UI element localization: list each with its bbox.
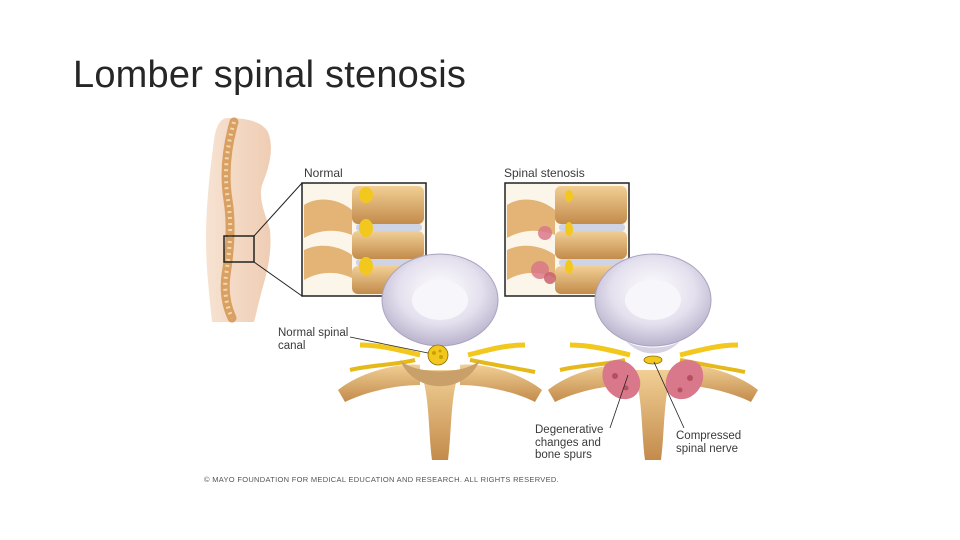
normal-vertebra-axial	[338, 253, 542, 460]
compressed-nerve-label: Compressed spinal nerve	[676, 430, 741, 455]
normal-canal-label-line2: canal	[278, 339, 306, 352]
zoom-line-top	[253, 182, 303, 237]
stenosis-heading: Spinal stenosis	[504, 166, 585, 180]
slide-title: Lomber spinal stenosis	[73, 54, 467, 96]
spine-zoom-box	[223, 235, 255, 263]
normal-canal-pointer	[349, 336, 429, 354]
zoom-line-bottom	[253, 261, 303, 297]
compressed-nerve-label-line1: Compressed	[676, 430, 742, 442]
normal-heading: Normal	[304, 166, 343, 180]
degenerative-label-line3: bone spurs	[535, 449, 592, 461]
compressed-nerve-label-line2: spinal nerve	[676, 442, 739, 455]
normal-canal-label-line1: Normal spinal	[278, 327, 349, 339]
compressed-pointer	[653, 361, 685, 429]
degenerative-label-line1: Degenerative	[535, 424, 604, 436]
normal-canal-label: Normal spinal canal	[278, 327, 348, 352]
degenerative-label-line2: changes and	[535, 436, 601, 449]
stenosis-vertebra-axial	[548, 253, 758, 460]
copyright-notice: © MAYO FOUNDATION FOR MEDICAL EDUCATION …	[204, 475, 559, 484]
degenerative-pointer	[609, 374, 629, 429]
degenerative-label: Degenerative changes and bone spurs	[535, 424, 603, 462]
spine-column	[220, 117, 239, 323]
body-silhouette	[206, 118, 271, 322]
normal-inset	[301, 182, 427, 297]
